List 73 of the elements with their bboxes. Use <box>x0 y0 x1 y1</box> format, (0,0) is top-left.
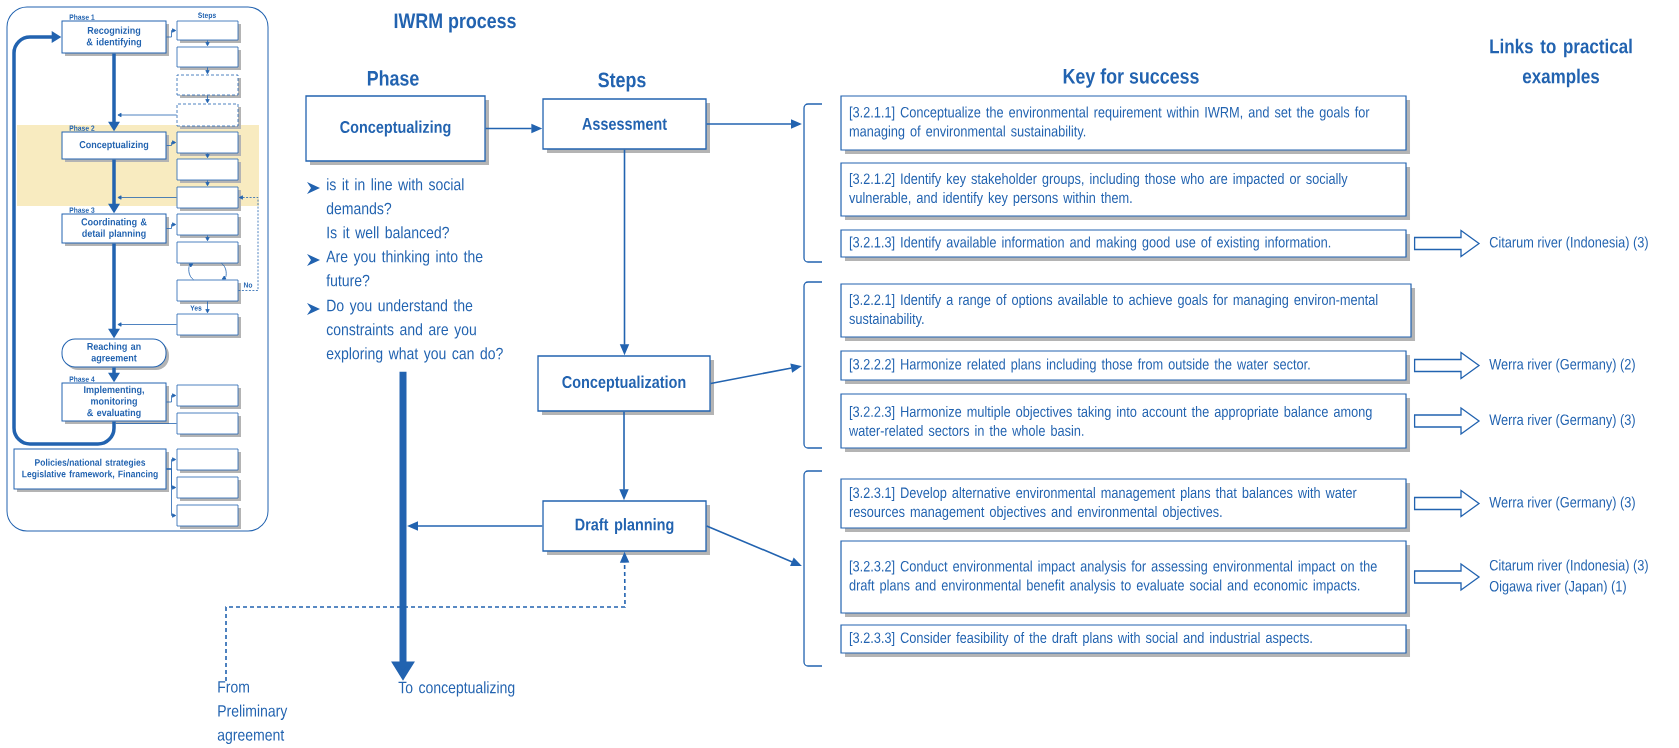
link-text: Citarum river (Indonesia) (3) Oigawa river (Japan) (1) <box>1489 559 1648 595</box>
step-box <box>176 158 241 183</box>
arrow <box>166 393 177 403</box>
step-box <box>176 384 241 409</box>
arrow <box>205 235 210 242</box>
step-box <box>176 448 241 473</box>
thick-arrow <box>12 31 116 446</box>
step-box <box>176 313 241 338</box>
step-box <box>176 241 241 266</box>
process-box: Conceptualizing <box>305 95 489 165</box>
step-box <box>176 46 241 70</box>
text-box: [3.2.1.1] Conceptualize the environmental requirement within IWRM, and set the goals for managing of environmental sustainability. <box>840 95 1410 154</box>
phase-box: Recognizing & identifying <box>61 20 169 56</box>
arrow <box>166 468 177 518</box>
arrow <box>205 67 210 75</box>
step-box <box>176 504 241 529</box>
arrow <box>188 263 194 280</box>
arrow <box>166 28 177 38</box>
text-box: [3.2.2.1] Identify a range of options available to achieve goals for managing environ-mental sustainability. <box>840 283 1415 341</box>
link-text: Werra river (Germany) (2) <box>1489 358 1635 373</box>
column-header: Links to practical examples <box>1490 38 1632 88</box>
step-box <box>176 186 241 211</box>
text-box: [3.2.3.3] Consider feasibility of the draft plans with social and industrial aspects. <box>840 624 1410 657</box>
process-box: Draft planning <box>542 500 710 555</box>
step-box <box>176 20 241 43</box>
arrow <box>205 180 210 187</box>
bullet-text: Do you understand the constraints and are you exploring what you can do? <box>326 299 503 363</box>
bullet-text: is it in line with social demands? <box>326 178 464 215</box>
block-arrow <box>1413 406 1481 436</box>
connector-line <box>115 423 177 424</box>
phase-box: Policies/national strategies Legislative framework, Financing <box>13 448 169 492</box>
arrow <box>166 222 177 229</box>
step-box <box>176 279 241 304</box>
arrow <box>205 95 210 104</box>
arrow <box>117 195 177 200</box>
text-box: [3.2.2.2] Harmonize related plans including those from outside the water sector. <box>840 350 1410 384</box>
bullet-text: Are you thinking into the future? <box>326 250 483 287</box>
phase-box: Coordinating & detail planning <box>61 213 169 246</box>
arrow <box>205 40 210 47</box>
phase-box: Implementing, monitoring & evaluating <box>61 382 169 424</box>
block-arrow <box>1413 229 1481 258</box>
bullet-text: Is it well balanced? <box>327 226 449 239</box>
note-text: To conceptualizing <box>398 681 515 697</box>
rounded-box: Reaching an agreement <box>61 338 169 370</box>
arrow <box>166 140 177 146</box>
link-text: Werra river (Germany) (3) <box>1489 496 1635 511</box>
arrow <box>205 301 210 314</box>
step-box <box>176 213 241 238</box>
link-text: Citarum river (Indonesia) (3) <box>1489 236 1648 251</box>
process-box: Assessment <box>542 98 710 153</box>
phase-box: Conceptualizing <box>61 131 169 162</box>
step-box <box>176 476 241 501</box>
block-arrow <box>1413 351 1481 380</box>
arrow <box>221 263 227 280</box>
text-box: [3.2.1.3] Identify available information and making good use of existing information. <box>840 229 1410 261</box>
text-box: [3.2.3.1] Develop alternative environmental management plans that balances with water resources management objectives and environmental objectives. <box>840 478 1410 532</box>
step-box <box>176 412 241 437</box>
step-box <box>176 74 241 98</box>
block-arrow <box>1413 489 1481 518</box>
step-box <box>176 131 241 156</box>
text-box: [3.2.3.2] Conduct environmental impact analysis for assessing environmental impact on the draft plans and environmental benefit analysis to evaluate social and economic impacts. <box>840 540 1410 617</box>
dashed-arrow <box>238 195 259 291</box>
arrow <box>117 112 177 118</box>
arrow <box>117 322 177 327</box>
text-box: [3.2.1.2] Identify key stakeholder groups, including those who are impacted or socially vulnerable, and identify key persons within them. <box>840 162 1410 220</box>
block-arrow <box>1413 562 1481 592</box>
process-box: Conceptualization <box>537 355 714 415</box>
text-box: [3.2.2.3] Harmonize multiple objectives taking into account the appropriate balance among water-related sectors in the whole basin. <box>840 393 1410 452</box>
link-text: Werra river (Germany) (3) <box>1489 414 1635 428</box>
arrow <box>205 153 210 159</box>
step-box <box>176 103 241 129</box>
note-text: From Preliminary agreement <box>217 681 288 744</box>
title: IWRM process <box>394 13 516 33</box>
